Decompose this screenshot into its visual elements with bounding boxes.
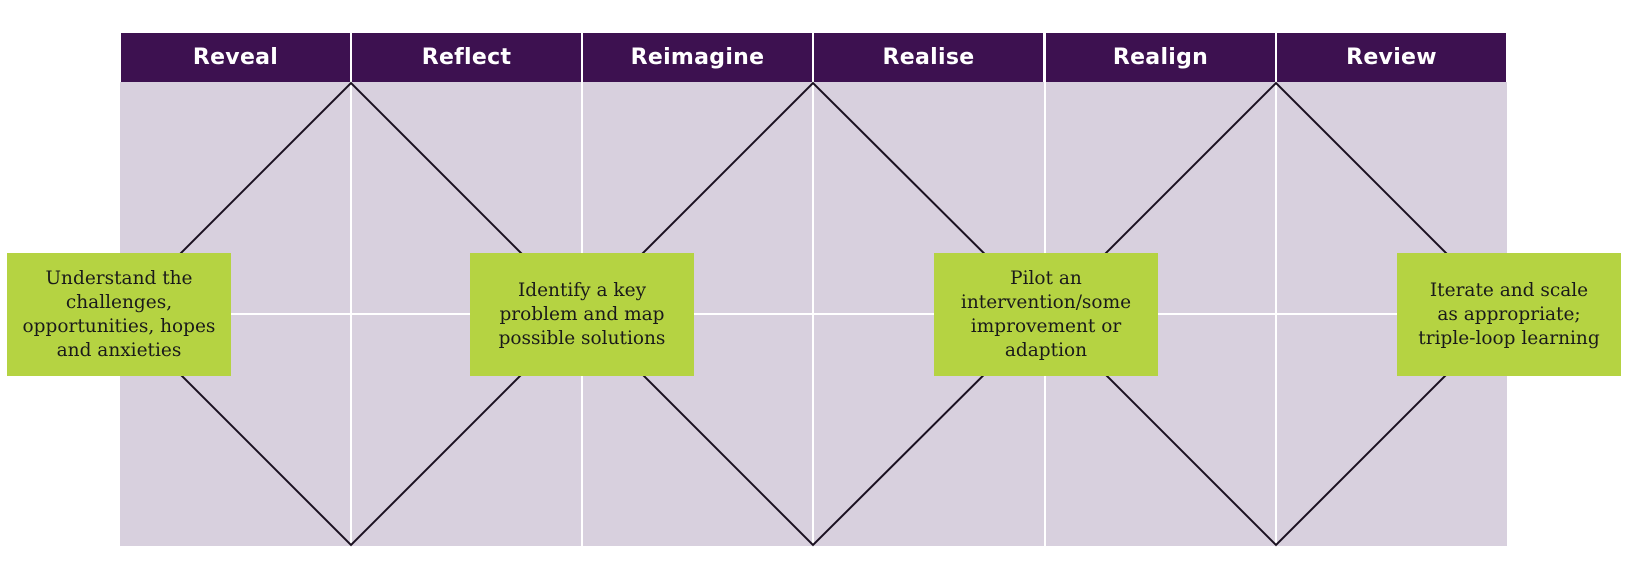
header-realise: Realise	[814, 33, 1043, 82]
box-text-line: improvement or	[970, 315, 1122, 337]
diamond-top-path	[119, 81, 1508, 316]
stage-box-iterate: Iterate and scale as appropriate; triple…	[1397, 253, 1621, 376]
box-text-line: Understand the	[45, 267, 193, 289]
box-text-line: opportunities, hopes	[22, 315, 216, 337]
box-text-line: challenges,	[65, 291, 173, 313]
header-review: Review	[1277, 33, 1506, 82]
stage-box-pilot: Pilot an intervention/some improvement o…	[934, 253, 1158, 376]
box-text-line: problem and map	[499, 303, 665, 325]
header-realign: Realign	[1046, 33, 1275, 82]
box-text-line: intervention/some	[960, 291, 1132, 313]
box-text-line: adaption	[1004, 339, 1088, 361]
stage-box-identify: Identify a key problem and map possible …	[470, 253, 694, 376]
box-text-line: Identify a key	[517, 279, 647, 301]
box-text-line: triple-loop learning	[1418, 327, 1600, 349]
box-text-line: as appropriate;	[1437, 303, 1581, 325]
box-text-line: Iterate and scale	[1429, 279, 1589, 301]
box-text-line: and anxieties	[56, 339, 182, 361]
box-text-line: possible solutions	[498, 327, 666, 349]
box-text-line: Pilot an	[1010, 267, 1082, 289]
header-reimagine: Reimagine	[583, 33, 812, 82]
stage-box-understand: Understand the challenges, opportunities…	[7, 253, 231, 376]
header-reveal: Reveal	[121, 33, 350, 82]
diamond-bottom-path	[119, 312, 1508, 547]
header-reflect: Reflect	[352, 33, 581, 82]
diamond-lines	[119, 81, 1508, 547]
